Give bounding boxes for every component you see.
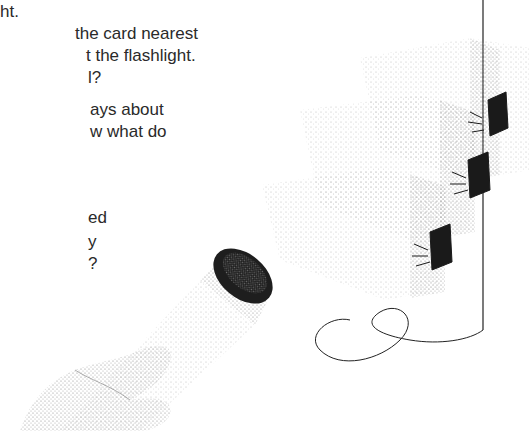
card-near xyxy=(262,168,445,300)
text-fragment: ays about xyxy=(90,100,164,120)
text-fragment: ht. xyxy=(0,2,19,22)
text-fragment: w what do xyxy=(90,122,167,142)
text-fragment: l? xyxy=(88,68,101,88)
text-fragment: ? xyxy=(88,254,97,274)
text-fragment: ed xyxy=(88,208,107,228)
text-fragment: the card nearest xyxy=(75,24,198,44)
string xyxy=(315,308,483,361)
text-fragment: t the flashlight. xyxy=(86,46,196,66)
hand xyxy=(20,346,171,431)
binder-clips xyxy=(412,92,508,270)
text-fragment: y xyxy=(88,232,97,252)
